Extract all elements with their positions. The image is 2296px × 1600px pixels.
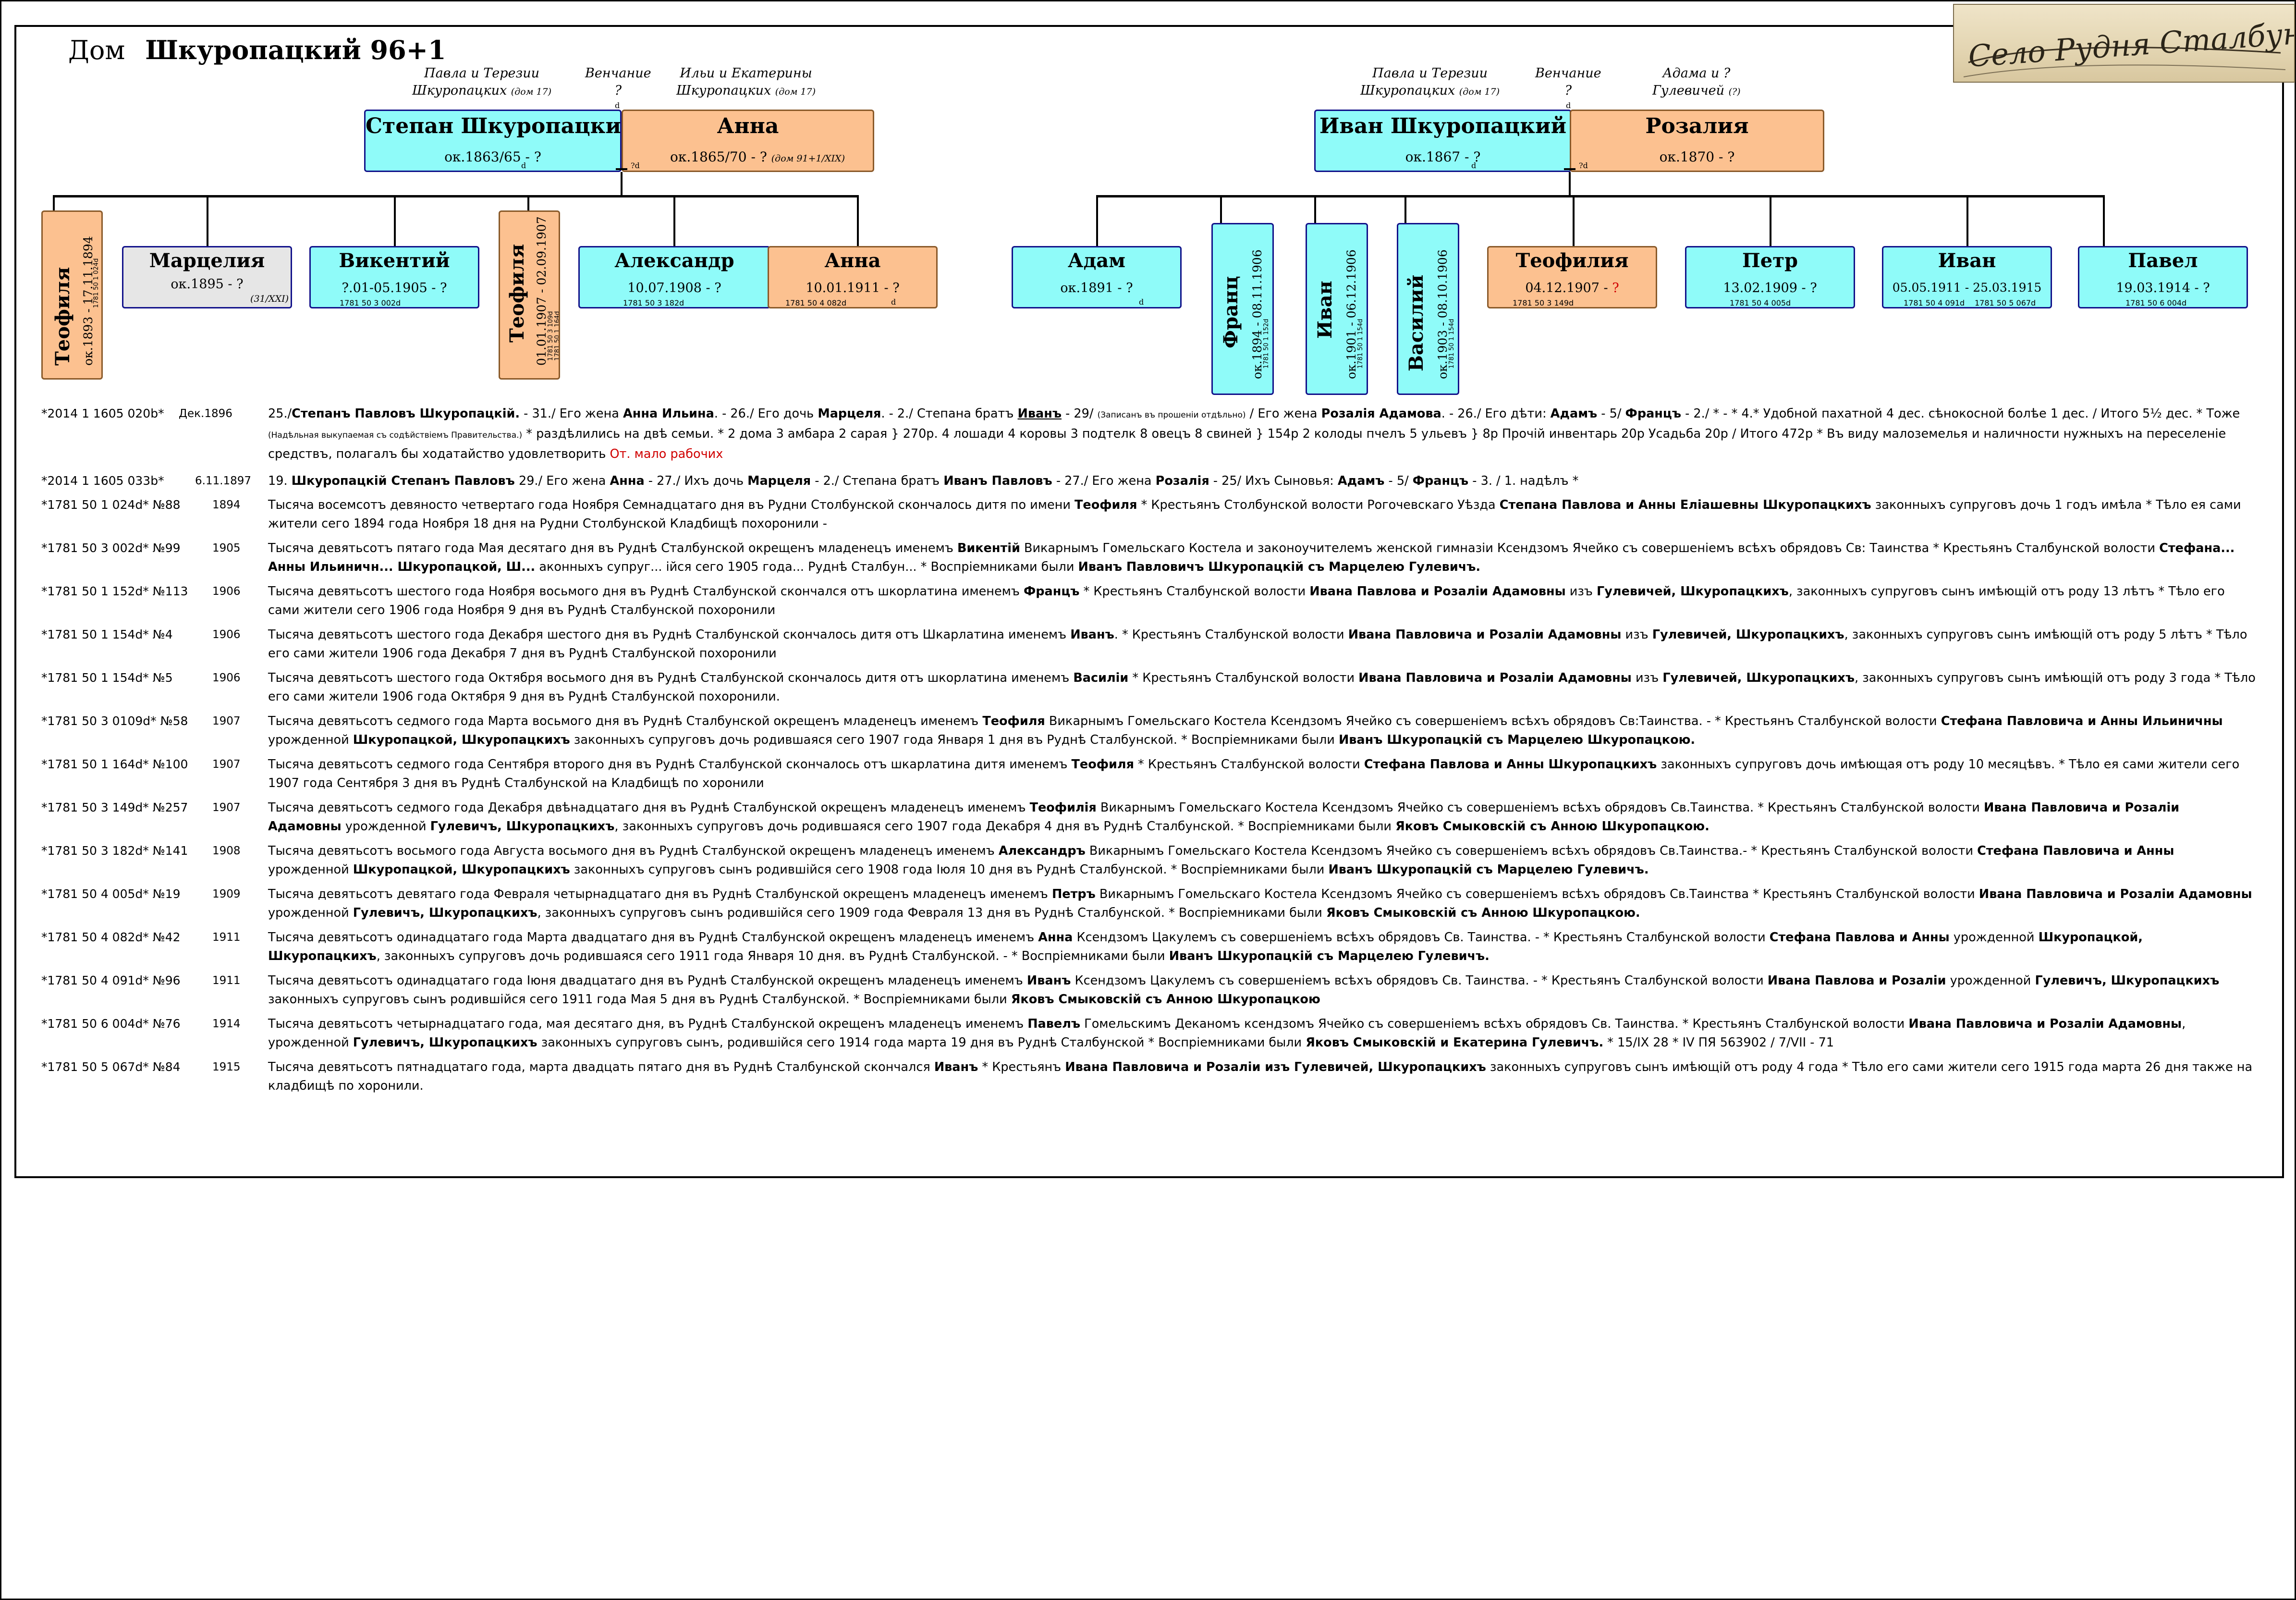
f1-mother-dates: ок.1865/70 - ?	[670, 149, 767, 165]
f2-child-2-box: Франц ок.1894 - 08.11.1906 1781 50 1 152…	[1211, 223, 1274, 395]
record-date: 1915	[212, 1061, 241, 1073]
f1-child-1-box: Теофиля ок.1893 - 17.11.1894 1781 50 1 0…	[41, 210, 103, 380]
record-text: Тысяча девятьсотъ седмого года Марта вос…	[268, 714, 2223, 747]
record-code: *1781 50 1 152d* №113	[41, 584, 188, 598]
record-text: Тысяча девятьсотъ пятнадцатаго года, мар…	[268, 1060, 2253, 1093]
record-date: 1905	[212, 542, 241, 554]
record-code: *1781 50 1 154d* №4	[41, 628, 173, 641]
f1-father-parents: Павла и Терезии Шкуропацких (дом 17)	[412, 66, 552, 98]
record-date: 1914	[212, 1018, 241, 1030]
f2-child-1-box: Адам ок.1891 - ? d	[1012, 246, 1182, 308]
record-code: *1781 50 5 067d* №84	[41, 1060, 181, 1074]
record-code: *1781 50 4 091d* №96	[41, 973, 181, 987]
record-date: 1909	[212, 888, 241, 900]
record-date: 1911	[212, 974, 241, 987]
record-date: 6.11.1897	[195, 475, 252, 487]
f2-sibling-line	[1096, 195, 2105, 197]
f2-mother-parents: Адама и ? Гулевичей (?)	[1652, 66, 1741, 98]
f1-wedding: Венчание ?	[585, 66, 651, 98]
record-date: 1894	[212, 499, 241, 511]
record-text: Тысяча девятьсотъ восьмого года Августа …	[268, 844, 2174, 877]
record-date: 1911	[212, 931, 241, 944]
f1-father-box: Степан Шкуропацкий ок.1863/65 - ? d	[364, 110, 622, 172]
record-text: Тысяча девятьсотъ седмого года Декабря д…	[268, 800, 2180, 834]
f1-child-5-box: Александр 10.07.1908 - ? 1781 50 3 182d	[578, 246, 770, 308]
f2-mother-name: Розалия	[1645, 114, 1749, 138]
record-date: 1906	[212, 585, 241, 598]
record-date: 1906	[212, 672, 241, 684]
village-stamp-image: Село Рудня Сталбунска	[1953, 4, 2295, 83]
record-text: Тысяча девятьсотъ одинадцатаго года Март…	[268, 930, 2143, 963]
f2-wedding: Венчание ?	[1535, 66, 1601, 98]
record-date: 1906	[212, 628, 241, 641]
f1-mother-box: Анна ок.1865/70 - ? (дом 91+1/XIX) ?d	[622, 110, 874, 172]
f2-father-name: Иван Шкуропацкий	[1319, 114, 1567, 138]
title-house-name: Шкуропацкий 96+1	[145, 35, 446, 65]
f1-child-3-box: Викентий ?.01-05.1905 - ? 1781 50 3 002d	[309, 246, 479, 308]
f2-child-4-box: Василий ок.1903 - 08.10.1906 1781 50 1 1…	[1397, 223, 1459, 395]
record-text: Тысяча девятьсотъ пятаго года Мая десята…	[268, 541, 2235, 574]
record-date: 1907	[212, 801, 241, 814]
f1-mother-parents: Ильи и Екатерины Шкуропацких (дом 17)	[676, 66, 816, 98]
record-code: *1781 50 3 0109d* №58	[41, 714, 188, 728]
record-code: *2014 1 1605 020b*	[41, 406, 164, 420]
record-text: Тысяча девятьсотъ седмого года Сентября …	[268, 757, 2240, 790]
record-text: Тысяча девятьсотъ шестого года Ноября во…	[268, 584, 2225, 617]
f2-father-parents: Павла и Терезии Шкуропацких (дом 17)	[1360, 66, 1500, 98]
record-text: 25./Степанъ Павловъ Шкуропацкій. - 31./ …	[268, 406, 2240, 461]
record-text: Тысяча девятьсотъ шестого года Октября в…	[268, 671, 2256, 704]
f2-child-7-box: Иван 05.05.1911 - 25.03.1915 1781 50 4 0…	[1882, 246, 2052, 308]
record-text: Тысяча девятьсотъ одинадцатаго года Іюня…	[268, 973, 2220, 1007]
record-date: 1907	[212, 758, 241, 771]
record-code: *1781 50 1 164d* №100	[41, 757, 188, 771]
record-date: 1908	[212, 845, 241, 857]
f2-mother-dates: ок.1870 - ?	[1659, 149, 1735, 165]
f1-sibling-line	[53, 195, 858, 197]
f2-father-box: Иван Шкуропацкий ок.1867 - ? d	[1314, 110, 1572, 172]
record-code: *2014 1 1605 033b*	[41, 474, 164, 488]
f1-wedding-mark: d	[615, 101, 620, 110]
f2-father-dates: ок.1867 - ?	[1405, 149, 1481, 165]
record-code: *1781 50 3 149d* №257	[41, 800, 188, 814]
f2-mother-box: Розалия ок.1870 - ? ?d	[1570, 110, 1824, 172]
f1-child-6-box: Анна 10.01.1911 - ? 1781 50 4 082d d	[768, 246, 938, 308]
record-code: *1781 50 3 182d* №141	[41, 844, 188, 858]
f2-child-8-box: Павел 19.03.1914 - ? 1781 50 6 004d	[2078, 246, 2248, 308]
record-text: Тысяча девятьсотъ девятаго года Февраля …	[268, 887, 2252, 920]
record-code: *1781 50 1 024d* №88	[41, 498, 181, 512]
record-code: *1781 50 4 005d* №19	[41, 887, 181, 901]
record-date: 1907	[212, 715, 241, 727]
title-dom: Дом	[68, 35, 125, 65]
record-code: *1781 50 1 154d* №5	[41, 671, 173, 685]
f1-child-4-box: Теофиля 01.01.1907 - 02.09.1907 1781 50 …	[499, 210, 560, 380]
inner-frame	[14, 25, 2284, 1178]
f2-child-5-box: Теофилия 04.12.1907 - ? 1781 50 3 149d	[1487, 246, 1657, 308]
page-title: Дом Шкуропацкий 96+1	[68, 35, 446, 65]
record-text: Тысяча девятьсотъ четырнадцатаго года, м…	[268, 1017, 2186, 1050]
record-text: Тысяча девятьсотъ шестого года Декабря ш…	[268, 628, 2247, 661]
f2-child-3-box: Иван ок.1901 - 06.12.1906 1781 50 1 154d	[1306, 223, 1368, 395]
record-code: *1781 50 4 082d* №42	[41, 930, 181, 944]
record-code: *1781 50 3 002d* №99	[41, 541, 181, 555]
record-code: *1781 50 6 004d* №76	[41, 1017, 181, 1031]
f2-child-6-box: Петр 13.02.1909 - ? 1781 50 4 005d	[1685, 246, 1855, 308]
record-text: Тысяча восемсотъ девяносто четвертаго го…	[268, 498, 2241, 531]
record-text: 19. Шкуропацкій Степанъ Павловъ 29./ Его…	[268, 474, 1579, 488]
f1-drop-line	[621, 172, 623, 196]
f2-wedding-mark: d	[1566, 101, 1571, 110]
f1-father-dates: ок.1863/65 - ?	[444, 149, 541, 165]
f1-child-2-box: Марцелия ок.1895 - ? (31/XXI)	[122, 246, 292, 308]
record-date: Дек.1896	[179, 407, 232, 420]
f2-drop-line	[1569, 172, 1571, 196]
f1-father-name: Степан Шкуропацкий	[366, 114, 622, 138]
f1-mother-name: Анна	[717, 114, 779, 138]
